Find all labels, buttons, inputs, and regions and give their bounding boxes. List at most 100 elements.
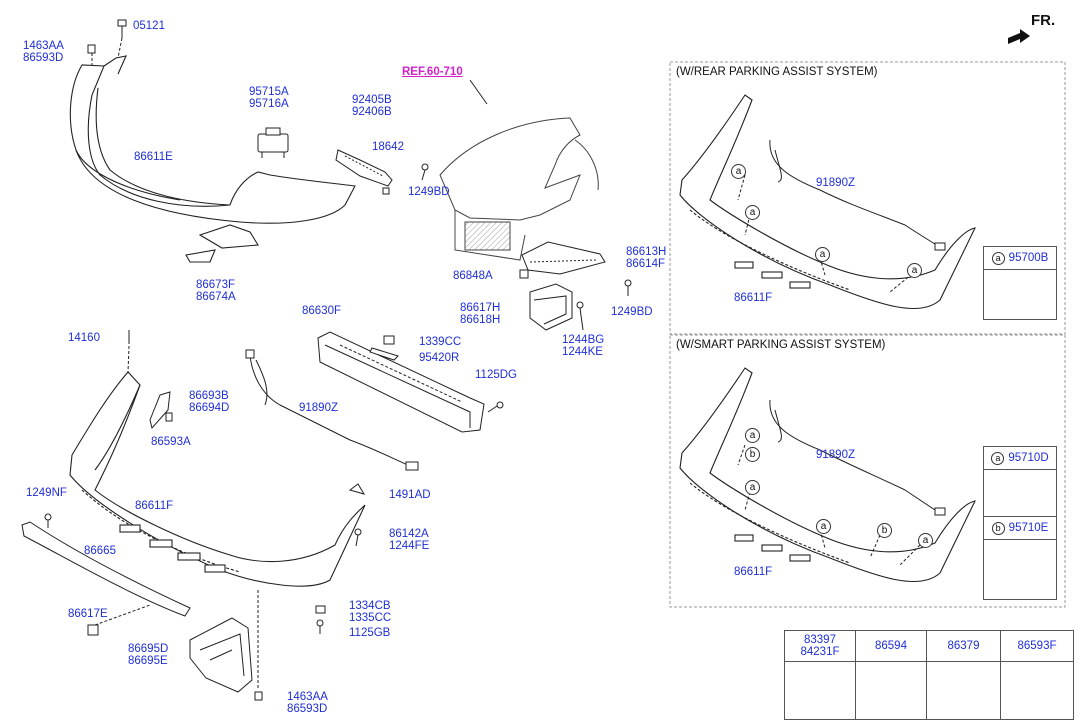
clip-86617e xyxy=(87,624,99,636)
part-label-86593d-top[interactable]: 86593D xyxy=(23,52,64,64)
part-label-1334cb[interactable]: 1334CB xyxy=(349,600,391,612)
table-cell: 86593F xyxy=(1001,631,1073,719)
part-label-86611f-smart[interactable]: 86611F xyxy=(734,566,773,578)
part-label-1463aa-bot[interactable]: 1463AA xyxy=(287,691,328,703)
wiring-harness-smart-parking xyxy=(769,399,946,516)
part-label-1125dg[interactable]: 1125DG xyxy=(475,369,517,381)
part-label-95420r[interactable]: 95420R xyxy=(419,352,460,364)
direction-label: FR. xyxy=(1031,12,1056,29)
part-label-86694d[interactable]: 86694D xyxy=(189,402,230,414)
callout-circle: a xyxy=(745,205,760,220)
body-panel-ref xyxy=(439,79,599,261)
callout-circle: a xyxy=(731,164,746,179)
key-box-95710d: a 95710D xyxy=(983,446,1057,518)
part-label-95710d[interactable]: 95710D xyxy=(1008,452,1049,464)
bracket-86693b xyxy=(149,391,171,430)
part-label-14160[interactable]: 14160 xyxy=(68,332,100,344)
key-box-95700b: a 95700B xyxy=(983,246,1057,320)
part-label-1249bd-a[interactable]: 1249BD xyxy=(408,186,450,198)
table-cell: 86379 xyxy=(927,631,1001,719)
smart-parking-title: (W/SMART PARKING ASSIST SYSTEM) xyxy=(676,339,886,351)
part-label-83397[interactable]: 83397 xyxy=(804,634,836,646)
clip-1463aa-top xyxy=(87,44,96,54)
nut-1339cc xyxy=(383,335,395,345)
clip-1491ad xyxy=(348,483,366,495)
part-label-86613h[interactable]: 86613H xyxy=(626,246,667,258)
part-label-95715a[interactable]: 95715A xyxy=(249,86,289,98)
part-label-86674a[interactable]: 86674A xyxy=(196,291,236,303)
clip-86848a xyxy=(519,269,529,279)
part-label-1244bg[interactable]: 1244BG xyxy=(562,334,605,346)
part-label-86611f-rear[interactable]: 86611F xyxy=(734,292,773,304)
under-cover-86695d xyxy=(189,617,253,693)
part-label-86593a[interactable]: 86593A xyxy=(151,436,191,448)
part-label-1463aa-top[interactable]: 1463AA xyxy=(23,40,64,52)
wiring-harness-rear-parking xyxy=(769,139,946,251)
part-label-86594[interactable]: 86594 xyxy=(875,640,907,652)
part-label-86593d-bot[interactable]: 86593D xyxy=(287,703,328,715)
callout-circle: a xyxy=(918,533,933,548)
bracket-86617h xyxy=(529,283,573,331)
smart-parking-frame xyxy=(669,334,1066,608)
part-label-1491ad[interactable]: 1491AD xyxy=(389,489,431,501)
part-label-86611f-main[interactable]: 86611F xyxy=(135,500,174,512)
stay-86613h xyxy=(521,241,606,275)
part-label-86379[interactable]: 86379 xyxy=(947,640,980,652)
part-label-86673f[interactable]: 86673F xyxy=(196,279,236,291)
part-label-95700b[interactable]: 95700B xyxy=(1008,252,1049,264)
callout-circle: b xyxy=(877,523,892,538)
part-label-95710e[interactable]: 95710E xyxy=(1008,522,1049,534)
key-circle: a xyxy=(991,251,1005,265)
part-label-86695e[interactable]: 86695E xyxy=(128,655,168,667)
callout-circle: b xyxy=(745,447,760,462)
part-label-84231f[interactable]: 84231F xyxy=(800,646,840,658)
part-label-1125gb[interactable]: 1125GB xyxy=(349,627,391,639)
part-label-86665[interactable]: 86665 xyxy=(84,545,116,557)
bumper-smart-parking xyxy=(679,367,976,583)
part-label-86848a[interactable]: 86848A xyxy=(453,270,493,282)
screw-1249bd-a xyxy=(421,163,429,181)
part-label-18642[interactable]: 18642 xyxy=(372,141,404,153)
screw-05121 xyxy=(117,19,127,38)
screw-86142a xyxy=(354,528,362,547)
part-label-1244fe[interactable]: 1244FE xyxy=(389,540,430,552)
part-label-86630f[interactable]: 86630F xyxy=(302,305,342,317)
part-label-1249nf[interactable]: 1249NF xyxy=(26,487,67,499)
table-cell: 86594 xyxy=(856,631,927,719)
bumper-cover-86611e xyxy=(69,55,356,263)
callout-circle: a xyxy=(745,428,760,443)
parts-table: 83397 84231F 86594 86379 86593F xyxy=(784,630,1074,720)
part-label-91890z-smart[interactable]: 91890Z xyxy=(816,449,856,461)
wiring-harness-91890z-main xyxy=(245,349,419,471)
part-label-86695d[interactable]: 86695D xyxy=(128,643,169,655)
callout-circle: a xyxy=(907,263,922,278)
part-label-86142a[interactable]: 86142A xyxy=(389,528,429,540)
part-label-91890z-main[interactable]: 91890Z xyxy=(299,402,339,414)
nut-1334cb xyxy=(315,605,326,614)
part-label-86618h[interactable]: 86618H xyxy=(460,314,501,326)
part-label-92406b[interactable]: 92406B xyxy=(352,106,392,118)
part-label-86593f[interactable]: 86593F xyxy=(1017,640,1057,652)
part-label-1339cc[interactable]: 1339CC xyxy=(419,336,462,348)
part-label-1335cc[interactable]: 1335CC xyxy=(349,612,392,624)
part-label-95716a[interactable]: 95716A xyxy=(249,98,289,110)
part-label-86693b[interactable]: 86693B xyxy=(189,390,229,402)
bumper-86611f-main xyxy=(69,371,366,587)
part-label-86614f[interactable]: 86614F xyxy=(626,258,666,270)
bolt-1125dg xyxy=(487,401,504,413)
part-label-1244ke[interactable]: 1244KE xyxy=(562,346,603,358)
part-label-92405b[interactable]: 92405B xyxy=(352,94,392,106)
key-circle: a xyxy=(991,451,1005,465)
part-label-86617e[interactable]: 86617E xyxy=(68,608,108,620)
part-label-86611e[interactable]: 86611E xyxy=(134,151,173,163)
beam-86630f xyxy=(317,331,485,433)
reference-label[interactable]: REF.60-710 xyxy=(402,66,463,78)
screw-1249nf xyxy=(44,513,52,528)
sensor-95715a xyxy=(257,127,289,158)
part-label-05121[interactable]: 05121 xyxy=(133,20,165,32)
table-cell: 83397 84231F xyxy=(785,631,856,719)
part-label-91890z-rear[interactable]: 91890Z xyxy=(816,177,856,189)
part-label-86617h[interactable]: 86617H xyxy=(460,302,501,314)
part-label-1249bd-b[interactable]: 1249BD xyxy=(611,306,653,318)
